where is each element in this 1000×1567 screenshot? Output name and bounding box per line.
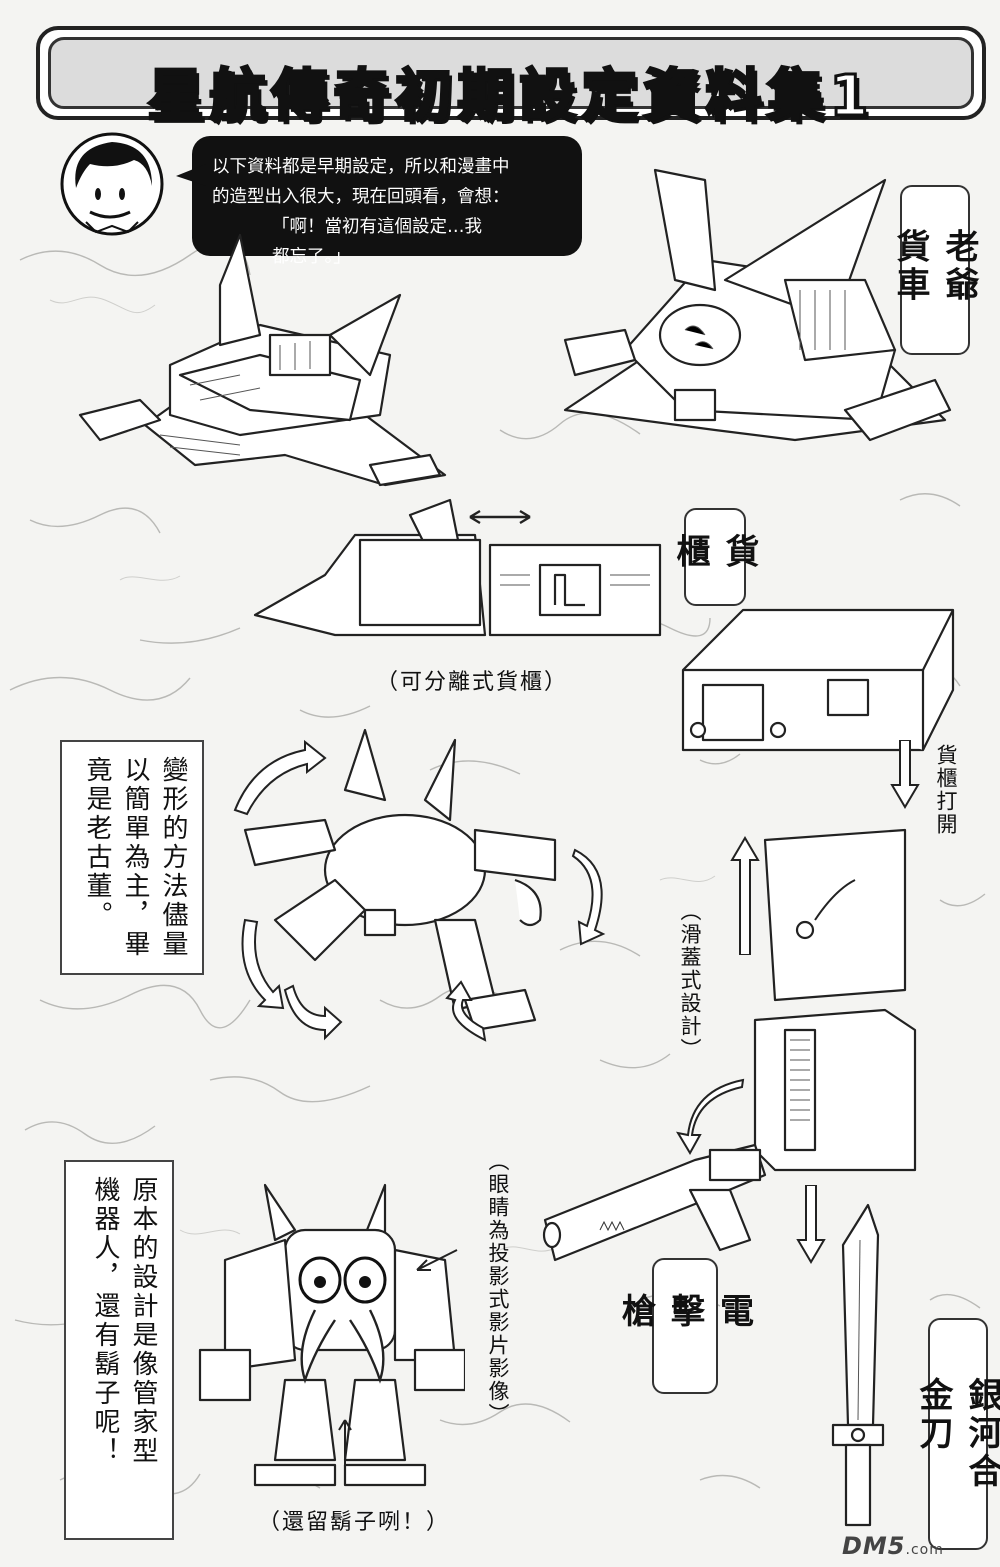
sword-sketch (831, 1203, 885, 1527)
opened-cargo-sketch (753, 828, 917, 1172)
caption-sliding-lid: （滑蓋式設計） (678, 900, 702, 1061)
watermark-suffix: .com (905, 1542, 944, 1558)
cargo-box-sketch (681, 608, 955, 752)
author-speech-bubble: 以下資料都是早期設定，所以和漫畫中 的造型出入很大，現在回頭看，會想： 「啊！當… (192, 136, 582, 267)
arrow-curve-gun-icon (675, 1078, 745, 1155)
freighter-side-view (253, 498, 662, 637)
robot-beard (300, 1309, 385, 1384)
note-transform-col-2: 以簡單為主，畢 (120, 756, 150, 959)
note-transform-col-3: 竟是老古董。 (82, 756, 112, 930)
speech-line-1: 以下資料都是早期設定，所以和漫畫中 (212, 157, 510, 177)
title-banner: 星航傳奇初期設定資料集1 (36, 26, 986, 131)
page-title-text: 星航傳奇初期設定資料集 (146, 63, 830, 131)
arrow-eyes-icon (416, 1249, 458, 1271)
label-sword-text: 銀河合金刀 (913, 1377, 1000, 1491)
speech-line-4: 都忘了。」 (272, 247, 351, 267)
caption-eyes: （眼睛為投影式影片影像） (486, 1150, 510, 1426)
label-cargo: 貨櫃 (670, 508, 759, 606)
note-robot-col-2: 機器人，還有鬍子呢！ (90, 1176, 120, 1466)
label-freighter-text: 老爺貨車 (890, 228, 979, 305)
speech-bubble-tail (176, 164, 206, 186)
caption-beard: （還留鬍子咧！） (258, 1510, 451, 1535)
label-sword: 銀河合金刀 (913, 1318, 1000, 1550)
label-cargo-text: 貨櫃 (670, 533, 759, 572)
arrow-beard-icon (338, 1419, 352, 1475)
watermark-brand: DM5 (842, 1532, 906, 1560)
title-banner-inner: 星航傳奇初期設定資料集1 (48, 37, 974, 131)
label-stun-gun-text: 電擊槍 (615, 1293, 754, 1331)
note-robot: 原本的設計是像管家型 機器人，還有鬍子呢！ (64, 1160, 174, 1540)
site-watermark: DM5.com (842, 1532, 944, 1560)
label-freighter: 老爺貨車 (890, 185, 979, 355)
note-transform: 變形的方法儘量 以簡單為主，畢 竟是老古董。 (60, 740, 204, 975)
detach-arrow-icon (469, 509, 531, 525)
page-title: 星航傳奇初期設定資料集1 (51, 62, 971, 132)
caption-cargo-open: 貨櫃打開 (934, 744, 958, 836)
transforming-robot-sketch (233, 728, 606, 1042)
label-stun-gun: 電擊槍 (616, 1258, 754, 1394)
arrow-down-sword-icon (796, 1185, 826, 1264)
note-robot-col-1: 原本的設計是像管家型 (128, 1176, 158, 1466)
page-title-number: 1 (828, 63, 875, 131)
speech-line-2: 的造型出入很大，現在回頭看，會想： (212, 187, 510, 207)
arrow-up-icon (730, 836, 760, 955)
caption-detachable: （可分離式貨櫃） (376, 670, 569, 695)
freighter-sketch-right (563, 168, 952, 442)
butler-robot-sketch (198, 1183, 465, 1487)
author-avatar (60, 132, 164, 236)
rotate-arrow-icon (233, 739, 327, 816)
arrow-down-icon (890, 740, 920, 809)
stun-gun-sketch (542, 1143, 767, 1262)
freighter-sketch-left (78, 233, 447, 487)
speech-line-3: 「啊！當初有這個設定…我 (272, 217, 482, 237)
note-transform-col-1: 變形的方法儘量 (158, 756, 188, 959)
